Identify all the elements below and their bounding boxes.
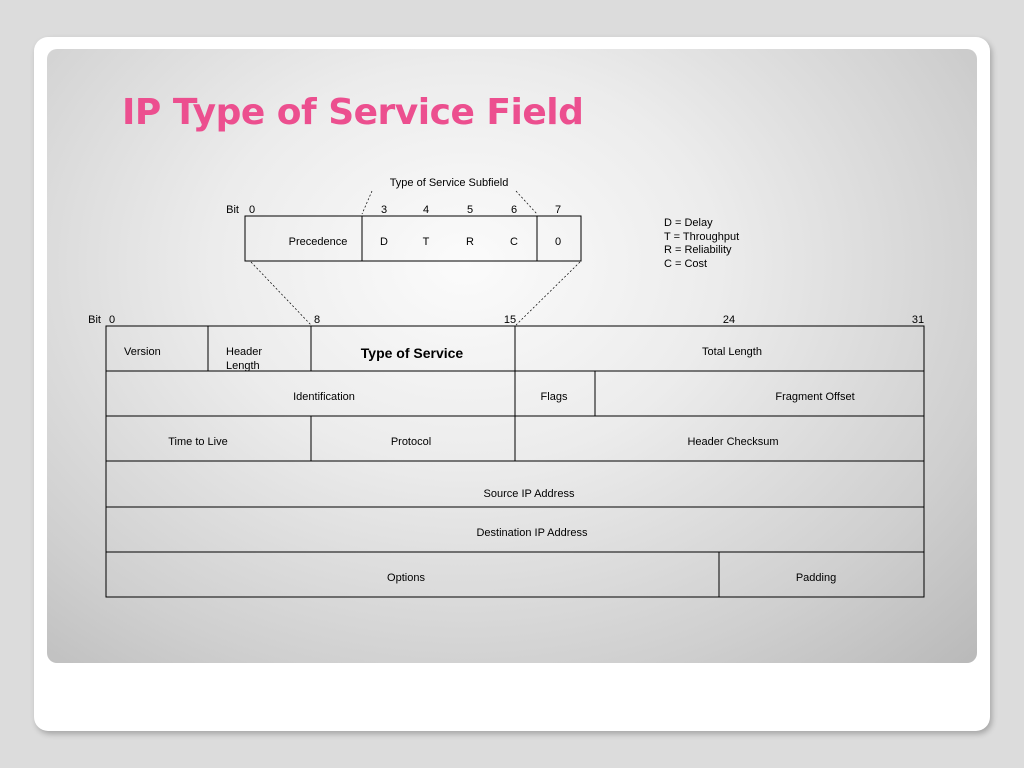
throughput-cell: T <box>423 236 430 248</box>
slide-title: IP Type of Service Field <box>122 92 584 133</box>
identification-field: Identification <box>293 391 355 403</box>
subfield-bit-4: 4 <box>423 204 429 216</box>
destination-ip-field: Destination IP Address <box>476 527 588 539</box>
header-bit-31: 31 <box>912 314 924 326</box>
header-checksum-field: Header Checksum <box>687 436 778 448</box>
subfield-bit-label: Bit <box>226 204 239 216</box>
padding-field: Padding <box>796 572 836 584</box>
flags-field: Flags <box>541 391 568 403</box>
expansion-line-right <box>515 261 581 326</box>
fragment-offset-field: Fragment Offset <box>775 391 854 403</box>
header-bit-label: Bit <box>88 314 101 326</box>
cost-cell: C <box>510 236 518 248</box>
header-bit-24: 24 <box>723 314 735 326</box>
header-length-field-line2: Length <box>226 360 260 372</box>
header-bit-15: 15 <box>504 314 516 326</box>
legend-throughput: T = Throughput <box>664 231 739 243</box>
legend-cost: C = Cost <box>664 258 707 270</box>
caption-leader-left <box>361 190 373 215</box>
subfield-bit-3: 3 <box>381 204 387 216</box>
precedence-cell: Precedence <box>289 236 348 248</box>
caption-leader-right <box>515 190 538 215</box>
options-field: Options <box>387 572 425 584</box>
time-to-live-field: Time to Live <box>168 436 228 448</box>
type-of-service-field: Type of Service <box>361 345 464 361</box>
protocol-field: Protocol <box>391 436 431 448</box>
source-ip-field: Source IP Address <box>484 488 575 500</box>
subfield-box <box>244 215 582 262</box>
header-grid <box>105 325 925 598</box>
delay-cell: D <box>380 236 388 248</box>
total-length-field: Total Length <box>702 346 762 358</box>
legend-delay: D = Delay <box>664 217 713 229</box>
subfield-bit-0: 0 <box>249 204 255 216</box>
slide-content-panel <box>47 49 977 663</box>
subfield-bit-6: 6 <box>511 204 517 216</box>
expansion-line-left <box>250 261 312 326</box>
reliability-cell: R <box>466 236 474 248</box>
legend-reliability: R = Reliability <box>664 244 732 256</box>
version-field: Version <box>124 346 161 358</box>
reserved-cell: 0 <box>555 236 561 248</box>
header-bit-0: 0 <box>109 314 115 326</box>
subfield-bit-7: 7 <box>555 204 561 216</box>
subfield-caption: Type of Service Subfield <box>390 177 509 189</box>
subfield-bit-5: 5 <box>467 204 473 216</box>
header-bit-8: 8 <box>314 314 320 326</box>
header-length-field-line1: Header <box>226 346 262 358</box>
